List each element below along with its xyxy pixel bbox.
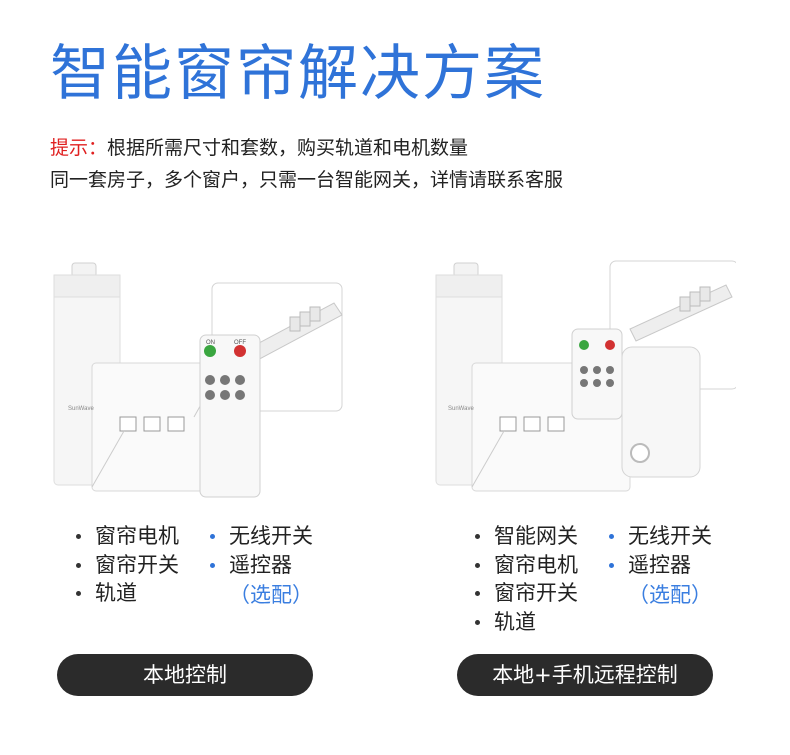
tip-line-2: 同一套房子，多个窗户，只需一台智能网关，详情请联系客服 <box>50 169 564 191</box>
list-item: 窗帘开关 <box>475 579 578 608</box>
bullet-dot <box>475 562 480 568</box>
local-control-button[interactable]: 本地控制 <box>57 654 313 696</box>
remote-key <box>235 390 245 400</box>
bullet-dot <box>475 619 480 625</box>
remote-key <box>205 390 215 400</box>
list-item: 轨道 <box>475 608 578 637</box>
bullet-dot <box>609 562 614 568</box>
remote-key <box>220 375 230 385</box>
list-item: 无线开关 <box>210 522 313 551</box>
remote-key <box>580 379 588 387</box>
tip-text-1: 根据所需尺寸和套数，购买轨道和电机数量 <box>107 137 469 159</box>
smart-gateway <box>621 346 701 478</box>
list-item: 无线开关 <box>609 522 712 551</box>
remote-key <box>593 379 601 387</box>
tip-prefix: 提示： <box>50 137 108 159</box>
optional-note: （选配） <box>628 583 712 607</box>
track-rail <box>243 302 343 364</box>
remote-control: ON OFF <box>199 334 261 498</box>
list-item: 窗帘电机 <box>475 551 578 580</box>
remote-control-button[interactable]: 本地+手机远程控制 <box>457 654 713 696</box>
required-list: 窗帘电机 窗帘开关 轨道 <box>76 522 179 608</box>
list-item: 智能网关 <box>475 522 578 551</box>
product-group-remote: SunWave <box>435 260 739 492</box>
bullet-dot <box>76 562 81 568</box>
remote-off-label: OFF <box>234 340 246 346</box>
list-item: 遥控器 <box>210 551 313 580</box>
bullet-dot <box>475 591 480 596</box>
bullet-dot <box>475 534 480 539</box>
page-title: 智能窗帘解决方案 <box>50 39 546 109</box>
remote-key <box>606 366 614 374</box>
brand-label: SunWave <box>68 406 94 412</box>
track-rail <box>629 284 733 342</box>
product-illustration-local: SunWave ON OFF <box>44 255 354 500</box>
remote-key <box>580 366 588 374</box>
remote-key <box>235 375 245 385</box>
list-item: 轨道 <box>76 579 179 608</box>
optional-list: 无线开关 遥控器 （选配） <box>210 522 313 610</box>
bullet-dot <box>210 562 215 568</box>
remote-key <box>606 379 614 387</box>
off-button <box>234 345 246 357</box>
product-group-local: SunWave ON OFF <box>53 262 343 498</box>
list-item: 窗帘电机 <box>76 522 179 551</box>
optional-note: （选配） <box>229 583 313 607</box>
remote-key <box>593 366 601 374</box>
bullet-dot <box>76 591 81 596</box>
list-item: 窗帘开关 <box>76 551 179 580</box>
list-item: 遥控器 <box>609 551 712 580</box>
tip-line-1: 提示：根据所需尺寸和套数，购买轨道和电机数量 <box>50 139 468 158</box>
on-button <box>579 340 589 350</box>
bullet-dot <box>76 534 81 539</box>
bullet-dot <box>609 534 614 539</box>
remote-key <box>220 390 230 400</box>
required-list: 智能网关 窗帘电机 窗帘开关 轨道 <box>475 522 578 636</box>
brand-label: SunWave <box>448 406 474 412</box>
product-illustration-remote: SunWave <box>426 255 739 500</box>
remote-key <box>205 375 215 385</box>
bullet-dot <box>210 534 215 539</box>
optional-list: 无线开关 遥控器 （选配） <box>609 522 712 610</box>
off-button <box>605 340 615 350</box>
on-button <box>204 345 216 357</box>
remote-on-label: ON <box>206 340 215 346</box>
remote-control <box>571 328 623 420</box>
